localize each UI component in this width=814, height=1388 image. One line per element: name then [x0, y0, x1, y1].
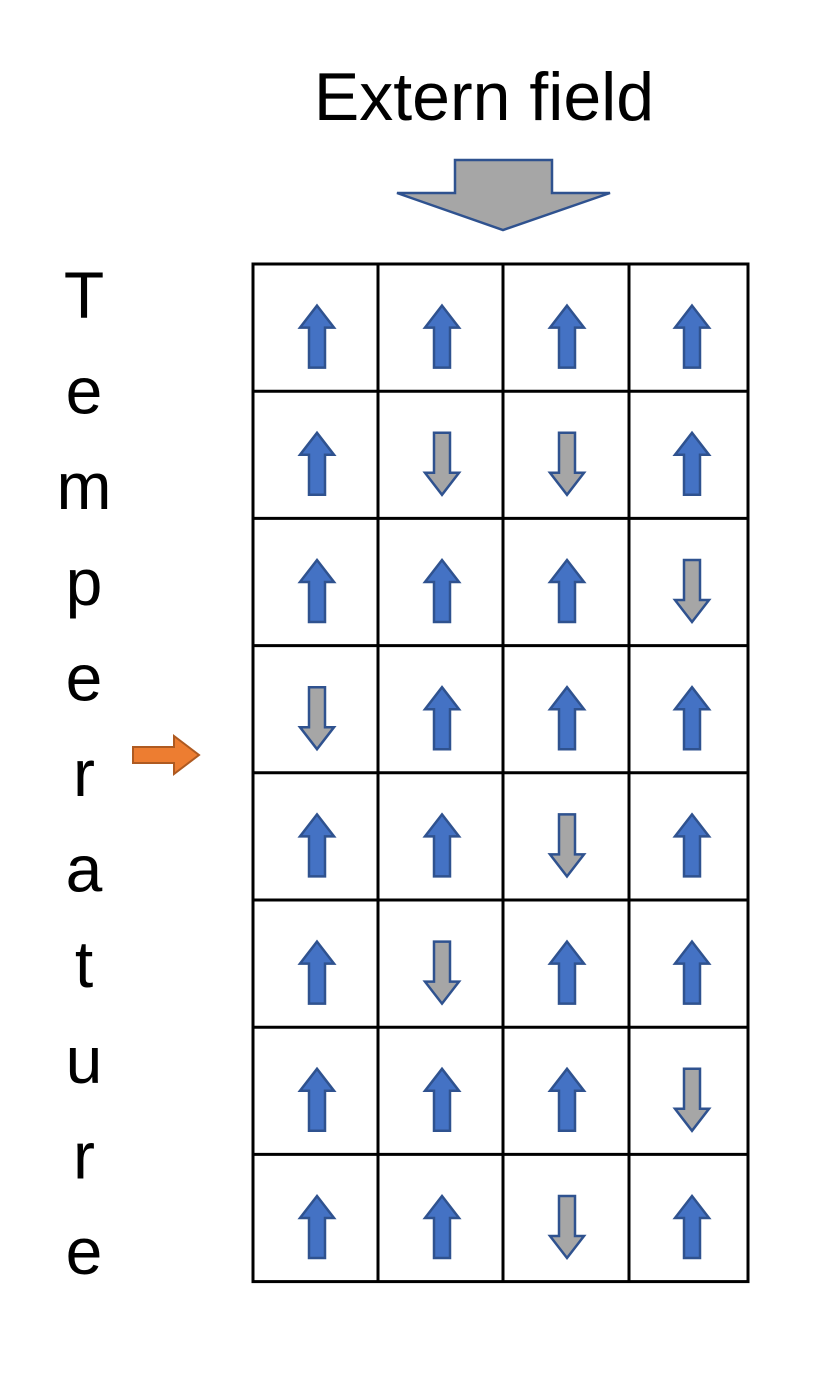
- up-arrow-icon: [422, 557, 462, 624]
- down-arrow-icon: [672, 558, 712, 625]
- temperature-letter: e: [66, 1214, 103, 1288]
- up-arrow-icon: [297, 557, 337, 624]
- spin-lattice: [251, 262, 750, 1284]
- up-arrow-icon: [672, 685, 712, 751]
- temperature-letter: p: [66, 545, 103, 619]
- up-arrow-icon: [547, 557, 587, 624]
- temperature-letter: u: [66, 1023, 103, 1097]
- up-arrow-icon: [422, 685, 462, 751]
- down-arrow-icon: [672, 1067, 712, 1133]
- temperature-letter: r: [73, 736, 95, 810]
- up-arrow-icon: [422, 1066, 462, 1133]
- up-arrow-icon: [547, 685, 587, 751]
- up-arrow-icon: [672, 1193, 712, 1260]
- diagram-title: Extern field: [314, 59, 654, 135]
- down-arrow-icon: [547, 431, 587, 497]
- down-arrow-icon: [547, 813, 587, 879]
- up-arrow-icon: [297, 812, 337, 878]
- up-arrow-icon: [422, 303, 462, 369]
- up-arrow-icon: [297, 1066, 337, 1133]
- up-arrow-icon: [672, 812, 712, 878]
- up-arrow-icon: [297, 430, 337, 497]
- temperature-letter: t: [75, 927, 93, 1001]
- down-arrow-icon: [422, 431, 462, 497]
- up-arrow-icon: [297, 939, 337, 1005]
- down-arrow-icon: [547, 1194, 587, 1261]
- up-arrow-icon: [672, 303, 712, 369]
- down-arrow-icon: [297, 685, 337, 752]
- spin-arrows: [297, 303, 712, 1261]
- up-arrow-icon: [547, 303, 587, 369]
- up-arrow-icon: [297, 1193, 337, 1260]
- temperature-letter: e: [66, 640, 103, 714]
- up-arrow-icon: [547, 1066, 587, 1133]
- temperature-letter: m: [57, 449, 112, 523]
- up-arrow-icon: [297, 303, 337, 369]
- temperature-letter: T: [64, 258, 104, 332]
- temperature-letter: a: [66, 832, 103, 906]
- up-arrow-icon: [547, 939, 587, 1005]
- up-arrow-icon: [672, 430, 712, 497]
- up-arrow-icon: [672, 939, 712, 1005]
- temperature-letter: e: [66, 354, 103, 428]
- extern-field-arrow-icon: [396, 158, 611, 232]
- down-arrow-icon: [422, 940, 462, 1006]
- row-indicator-arrow-icon: [132, 733, 201, 777]
- up-arrow-icon: [422, 1193, 462, 1260]
- up-arrow-icon: [422, 812, 462, 878]
- temperature-letter: r: [73, 1118, 95, 1192]
